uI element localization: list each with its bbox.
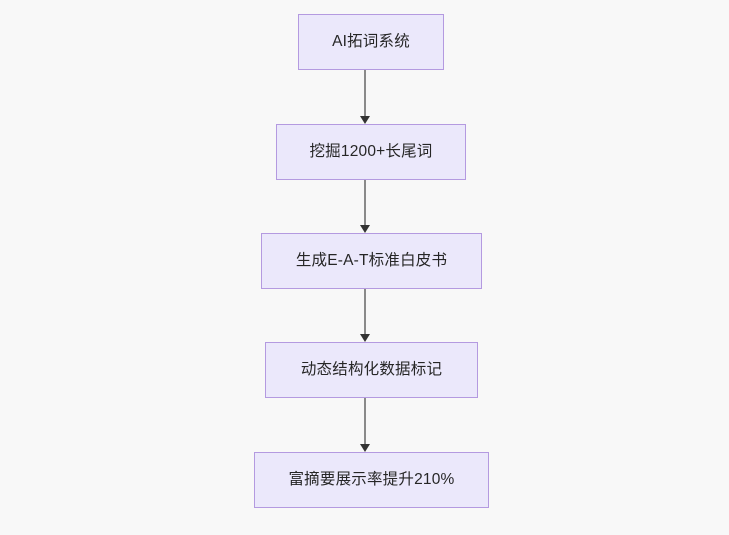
- flow-edge-n1-n2: [358, 70, 372, 124]
- flow-node-n4[interactable]: 动态结构化数据标记: [265, 342, 478, 398]
- flow-node-n5[interactable]: 富摘要展示率提升210%: [254, 452, 489, 508]
- flow-node-label: AI拓词系统: [332, 33, 410, 51]
- flow-node-n3[interactable]: 生成E-A-T标准白皮书: [261, 233, 482, 289]
- flow-node-label: 挖掘1200+长尾词: [309, 143, 433, 161]
- arrow-head-icon: [360, 225, 370, 233]
- flow-edge-n4-n5: [358, 398, 372, 452]
- flow-node-label: 动态结构化数据标记: [300, 361, 443, 379]
- flow-edge-line: [364, 70, 366, 117]
- flow-edge-line: [364, 398, 366, 445]
- flow-edge-line: [364, 289, 366, 335]
- flow-node-label: 富摘要展示率提升210%: [288, 471, 455, 489]
- flow-node-n2[interactable]: 挖掘1200+长尾词: [276, 124, 466, 180]
- flow-node-n1[interactable]: AI拓词系统: [298, 14, 444, 70]
- flow-edge-n2-n3: [358, 180, 372, 233]
- flow-node-label: 生成E-A-T标准白皮书: [295, 252, 448, 270]
- flow-edge-line: [364, 180, 366, 226]
- arrow-head-icon: [360, 334, 370, 342]
- arrow-head-icon: [360, 116, 370, 124]
- flow-edge-n3-n4: [358, 289, 372, 342]
- arrow-head-icon: [360, 444, 370, 452]
